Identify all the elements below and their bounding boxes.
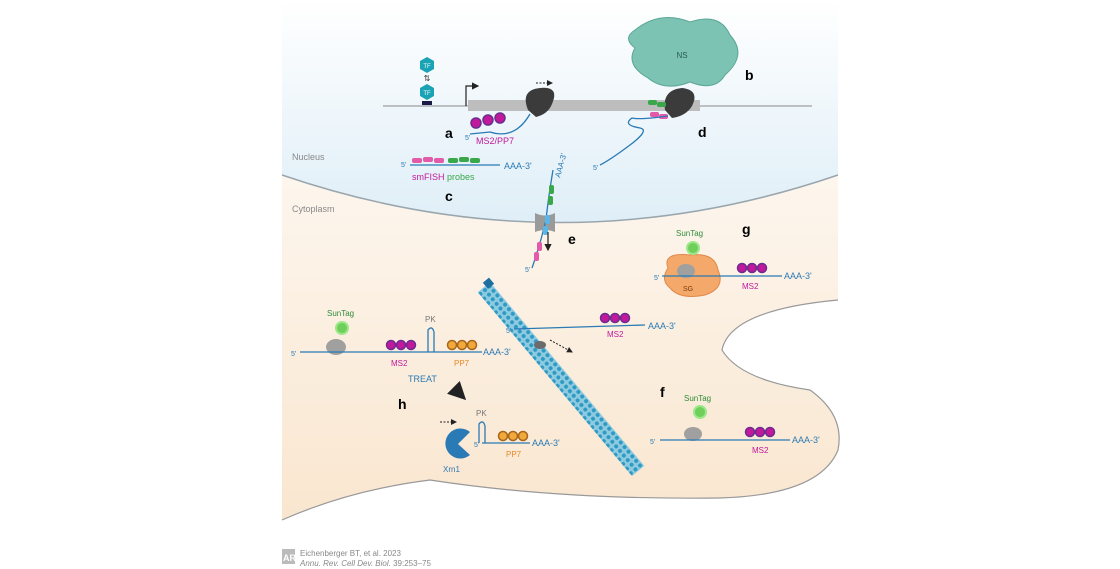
five-prime-decay: 5' [474, 442, 479, 449]
citation-line2: Annu. Rev. Cell Dev. Biol. 39:253–75 [299, 559, 431, 568]
cytoplasm-label: Cytoplasm [292, 204, 335, 214]
tf-hexagon-top: TF [420, 57, 434, 73]
cell-membrane [281, 299, 840, 521]
polya-g: AAA-3' [784, 271, 812, 281]
panel-label-g: g [742, 221, 751, 237]
label-ms2-treat: MS2 [391, 359, 408, 368]
microtubule [477, 277, 645, 477]
nascent-rna-d [599, 115, 669, 166]
label-ms2-pp7: MS2/PP7 [476, 136, 514, 146]
label-treat: TREAT [408, 374, 437, 384]
label-ms2-g: MS2 [742, 282, 759, 291]
svg-text:TF: TF [423, 91, 431, 97]
pp7-loops-decay [497, 430, 529, 442]
nuclear-envelope [281, 174, 839, 224]
polya-treat: AAA-3' [483, 347, 511, 357]
panel-label-c: c [445, 188, 453, 204]
polya-c: AAA-3' [504, 161, 532, 171]
polymerase-icon-d [664, 88, 695, 118]
suntag-icon-f [693, 405, 707, 419]
five-prime-treat: 5' [291, 351, 296, 358]
ribosome-icon-g [677, 264, 695, 278]
polymerase-icon [525, 87, 555, 117]
svg-text:TF: TF [423, 64, 431, 70]
tf-hexagon-bottom: TF [420, 84, 434, 100]
panel-label-a: a [445, 125, 453, 141]
suntag-icon-g [686, 241, 700, 255]
label-ns: NS [676, 51, 687, 60]
polya-mt: AAA-3' [648, 321, 676, 331]
smfish-probes-c [412, 157, 480, 163]
panel-label-f: f [660, 384, 665, 400]
ms2-loops-g [736, 262, 768, 274]
tf-binding-site [422, 101, 432, 105]
mrna-on-microtubule [513, 324, 646, 330]
pp7-loops-treat [446, 339, 478, 351]
xrn1-icon [445, 428, 470, 459]
panel-label-h: h [398, 396, 407, 412]
label-xrn1: Xrn1 [443, 465, 460, 474]
tf-exchange-icon: ⇅ [424, 74, 431, 83]
panel-label-d: d [698, 124, 707, 140]
suntag-icon-left [335, 321, 349, 335]
label-sg: SG [683, 286, 693, 293]
pk-pseudoknot-decay [478, 421, 486, 443]
label-pk-decay: PK [476, 409, 487, 418]
label-pk-treat: PK [425, 315, 436, 324]
label-suntag-left: SunTag [327, 309, 354, 318]
label-suntag-g: SunTag [676, 229, 703, 238]
promoter-arrow [465, 82, 480, 106]
ms2-loops-mt [599, 312, 631, 324]
nascent-rna-a [469, 113, 531, 135]
svg-text:AR: AR [283, 553, 296, 563]
label-ms2-f: MS2 [752, 446, 769, 455]
ms2-loops-f [744, 426, 776, 438]
citation-line1: Eichenberger BT, et al. 2023 [300, 549, 402, 558]
nucleus-label: Nucleus [292, 152, 325, 162]
five-prime-mt: 5' [506, 328, 511, 335]
pk-pseudoknot [427, 327, 435, 352]
cytoplasm-region [282, 175, 840, 520]
nucleus-region [282, 0, 838, 223]
label-pp7-decay: PP7 [506, 450, 522, 459]
five-prime-a: 5' [465, 135, 470, 142]
annual-reviews-logo: AR [282, 549, 296, 564]
ribosome-icon-left [326, 339, 346, 355]
ms2-loops-treat [385, 339, 417, 351]
probes-e [534, 185, 554, 261]
five-prime-c: 5' [401, 162, 406, 169]
polya-f: AAA-3' [792, 435, 820, 445]
ribosome-icon-f [684, 427, 702, 441]
treat-arrow [447, 381, 467, 401]
five-prime-g: 5' [654, 275, 659, 282]
panel-label-b: b [745, 67, 754, 83]
ms2-loops-a [470, 112, 506, 129]
smfish-probes-d [648, 100, 668, 119]
label-suntag-f: SunTag [684, 394, 711, 403]
nuclear-speckle [628, 17, 739, 87]
label-pp7-treat: PP7 [454, 359, 470, 368]
panel-label-e: e [568, 231, 576, 247]
five-prime-e: 5' [525, 267, 530, 274]
label-ms2-mt: MS2 [607, 330, 624, 339]
label-smfish-probes: smFISH probes [412, 172, 475, 182]
gene-body [468, 100, 700, 111]
motor-protein-icon [534, 341, 546, 349]
transport-arrow [549, 339, 573, 353]
polya-decay: AAA-3' [532, 438, 560, 448]
five-prime-d: 5' [593, 165, 598, 172]
five-prime-f: 5' [650, 439, 655, 446]
